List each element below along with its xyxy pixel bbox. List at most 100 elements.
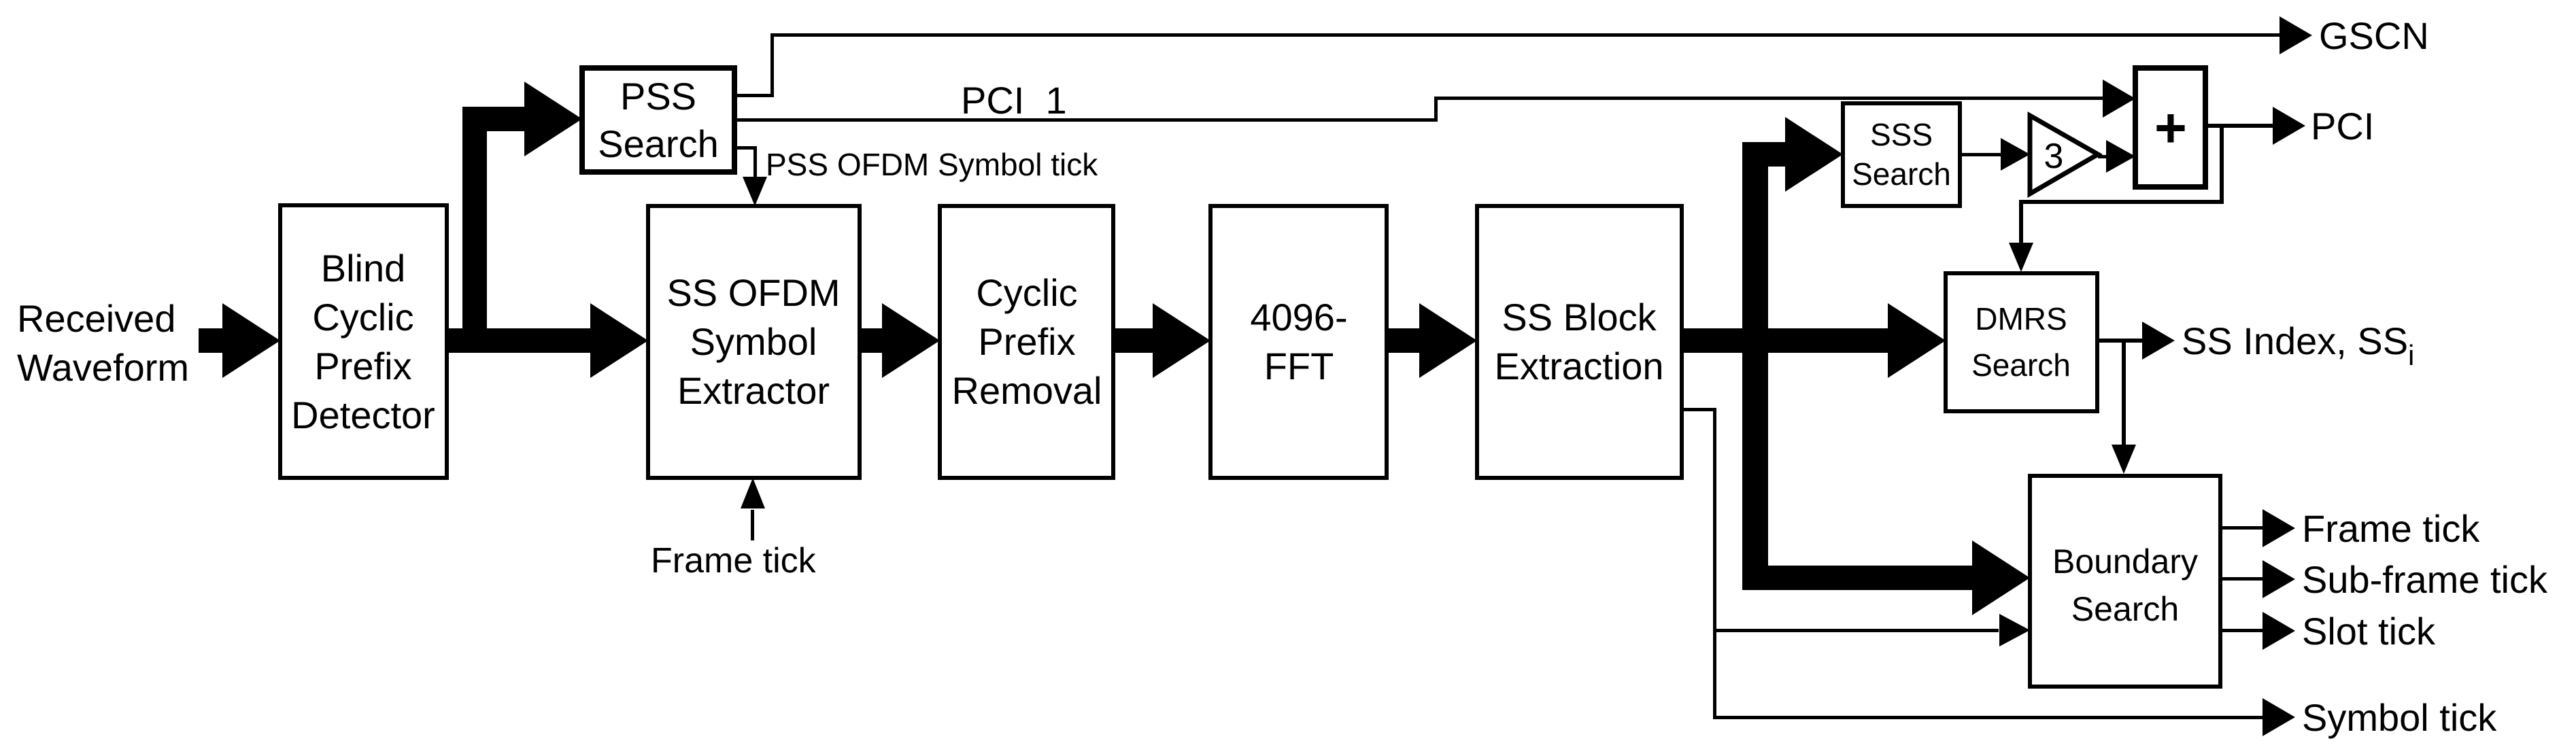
block-dmrs-search: DMRS Search [1944, 271, 2099, 413]
thick-line-ssofdm-to-cpr [860, 328, 882, 353]
label-symbol-tick: Symbol tick [2302, 696, 2497, 739]
arrowhead-into-sss [1785, 117, 1843, 192]
line-adder-branch-left [2019, 200, 2224, 204]
line-gscn-stub [734, 94, 774, 97]
label-sub-frame-tick: Sub-frame tick [2302, 558, 2548, 601]
label-gscn: GSCN [2319, 14, 2429, 57]
label-frame-tick: Frame tick [2302, 507, 2480, 550]
line-pss-tick-drop [753, 146, 757, 177]
line-adder-branch-drop [2019, 204, 2023, 243]
line-frame-tick-input [751, 510, 754, 540]
arrowhead-into-pss [524, 82, 582, 156]
thick-line-ssb-to-dmrs [1682, 328, 1888, 353]
signal-labels: Received Waveform GSCN PCI_1 PCI PSS OFD… [17, 14, 2548, 739]
thin-signal-lines [734, 16, 2312, 736]
arrowhead-into-blind [222, 303, 280, 378]
blind-box [278, 203, 449, 480]
arrowhead-subframe-tick [2263, 560, 2295, 598]
adder-box [2133, 65, 2208, 190]
gain-triangle-shape [2027, 111, 2103, 198]
line-symbol-tick [1713, 716, 2264, 719]
dmrs-box [1944, 271, 2099, 413]
arrowhead-pci [2273, 107, 2305, 145]
thick-line-fft-to-ssb [1387, 328, 1419, 353]
dmrs-label-line2: Search [1971, 347, 2071, 383]
ssofdm-label-line2: Symbol [690, 320, 817, 363]
line-dmrs-down [2122, 341, 2126, 445]
boundary-label-line1: Boundary [2052, 542, 2198, 581]
arrowhead-into-cpr [882, 303, 940, 378]
arrowhead-into-ssofdm [590, 303, 648, 378]
blind-label-line1: Blind [321, 247, 406, 290]
arrowhead-into-boundary-top [2112, 445, 2136, 474]
plus-symbol: + [2154, 97, 2187, 159]
block-4096-fft: 4096- FFT [1208, 204, 1389, 480]
arrowhead-gain-into-adder [2106, 140, 2135, 173]
fft-box [1208, 204, 1389, 480]
blind-label-line3: Prefix [314, 345, 411, 387]
ssb-label-line2: Extraction [1495, 345, 1664, 387]
sss-label-line1: SSS [1870, 117, 1933, 152]
ssofdm-label-line1: SS OFDM [666, 271, 840, 314]
label-ss-index: SS Index, SS [2182, 319, 2408, 362]
line-sss-to-gain [1960, 153, 2001, 156]
line-adder-out [2205, 124, 2273, 128]
arrowhead-gscn [2280, 16, 2312, 54]
block-ss-ofdm-symbol-extractor: SS OFDM Symbol Extractor [646, 204, 862, 480]
blind-label-line2: Cyclic [312, 296, 413, 339]
line-pss-tick-stub [734, 146, 757, 150]
arrowhead-into-gain [2001, 138, 2030, 171]
line-subframe-tick-out [2220, 577, 2264, 581]
ssofdm-label-line3: Extractor [677, 369, 830, 412]
label-pci1: PCI_1 [961, 79, 1067, 122]
thick-arm-to-boundary [1768, 566, 1972, 590]
thick-trunk-right [1742, 142, 1768, 590]
gain-value: 3 [2044, 137, 2064, 176]
source-label-line1: Received [17, 297, 175, 340]
line-pci1-right [1434, 97, 2104, 100]
pss-label-line1: PSS [620, 75, 696, 118]
boundary-box [2028, 474, 2222, 689]
arrowhead-into-fft [1153, 303, 1210, 378]
block-ss-block-extraction: SS Block Extraction [1475, 204, 1684, 480]
cpr-box [938, 204, 1115, 480]
arrowhead-frame-tick [2263, 509, 2295, 547]
block-cyclic-prefix-removal: Cyclic Prefix Removal [938, 204, 1115, 480]
label-pci: PCI [2311, 105, 2374, 148]
thick-line-input [199, 328, 222, 353]
line-gscn [770, 33, 2280, 37]
line-adder-branch-down [2220, 126, 2224, 204]
thick-arm-to-pss [487, 107, 524, 131]
arrowhead-ss-index [2142, 322, 2175, 360]
thick-arm-to-sss [1768, 142, 1785, 167]
line-dmrs-out [2097, 339, 2143, 343]
cpr-label-line1: Cyclic [976, 271, 1077, 314]
sss-label-line2: Search [1852, 156, 1951, 192]
pss-label-line2: Search [598, 122, 718, 165]
arrowhead-into-boundary-low [1999, 614, 2030, 646]
arrowhead-slot-tick [2263, 612, 2295, 650]
arrowhead-into-ssb [1419, 303, 1477, 378]
thick-line-cpr-to-fft [1113, 328, 1153, 353]
line-gain-to-adder [2098, 155, 2106, 158]
block-boundary-search: Boundary Search [2028, 474, 2222, 689]
sss-box [1841, 101, 1962, 208]
ssb-label-line1: SS Block [1502, 296, 1657, 339]
thick-signal-path [199, 82, 2030, 615]
block-blind-cyclic-prefix-detector: Blind Cyclic Prefix Detector [278, 203, 449, 480]
ssb-box [1475, 204, 1684, 480]
source-label-line2: Waveform [17, 346, 189, 389]
arrowhead-into-dmrs [1888, 303, 1946, 378]
arrowhead-pci1-into-adder [2103, 80, 2135, 118]
block-pss-search: PSS Search [579, 65, 737, 175]
gain-triangle: 3 [2027, 111, 2103, 198]
block-sss-search: SSS Search [1841, 101, 1962, 208]
line-ssb-thin-drop [1713, 408, 1716, 719]
line-pci1-left [734, 118, 1438, 122]
label-pss-ofdm-symbol-tick: PSS OFDM Symbol tick [766, 147, 1098, 182]
arrowhead-frame-tick-input [741, 478, 765, 508]
line-slot-tick-out [2220, 629, 2264, 632]
label-ss-index-subscript: i [2408, 339, 2414, 371]
